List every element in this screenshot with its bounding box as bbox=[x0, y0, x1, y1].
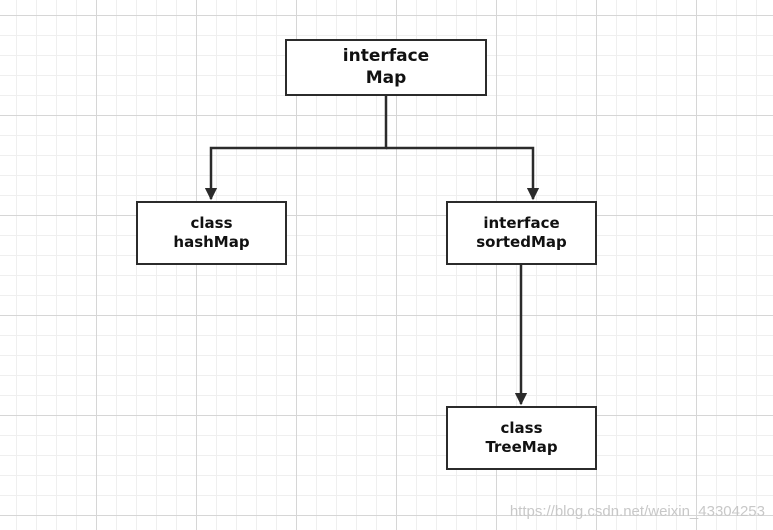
node-map-name: Map bbox=[365, 67, 407, 88]
node-treemap-kind: class bbox=[500, 419, 543, 438]
node-interface-map: interface Map bbox=[285, 39, 487, 96]
node-treemap-name: TreeMap bbox=[485, 438, 558, 456]
node-class-hashmap: class hashMap bbox=[136, 201, 287, 265]
node-class-treemap: class TreeMap bbox=[446, 406, 597, 470]
node-interface-sortedmap: interface sortedMap bbox=[446, 201, 597, 265]
watermark-url: https://blog.csdn.net/weixin_43304253 bbox=[509, 503, 765, 520]
node-hashmap-name: hashMap bbox=[173, 233, 250, 251]
edge-map-to-hashmap bbox=[204, 96, 388, 201]
node-sortedmap-name: sortedMap bbox=[476, 233, 567, 251]
node-map-kind: interface bbox=[342, 46, 430, 67]
edge-map-to-sortedmap bbox=[386, 146, 540, 201]
node-sortedmap-kind: interface bbox=[483, 214, 560, 233]
node-hashmap-kind: class bbox=[190, 214, 233, 233]
